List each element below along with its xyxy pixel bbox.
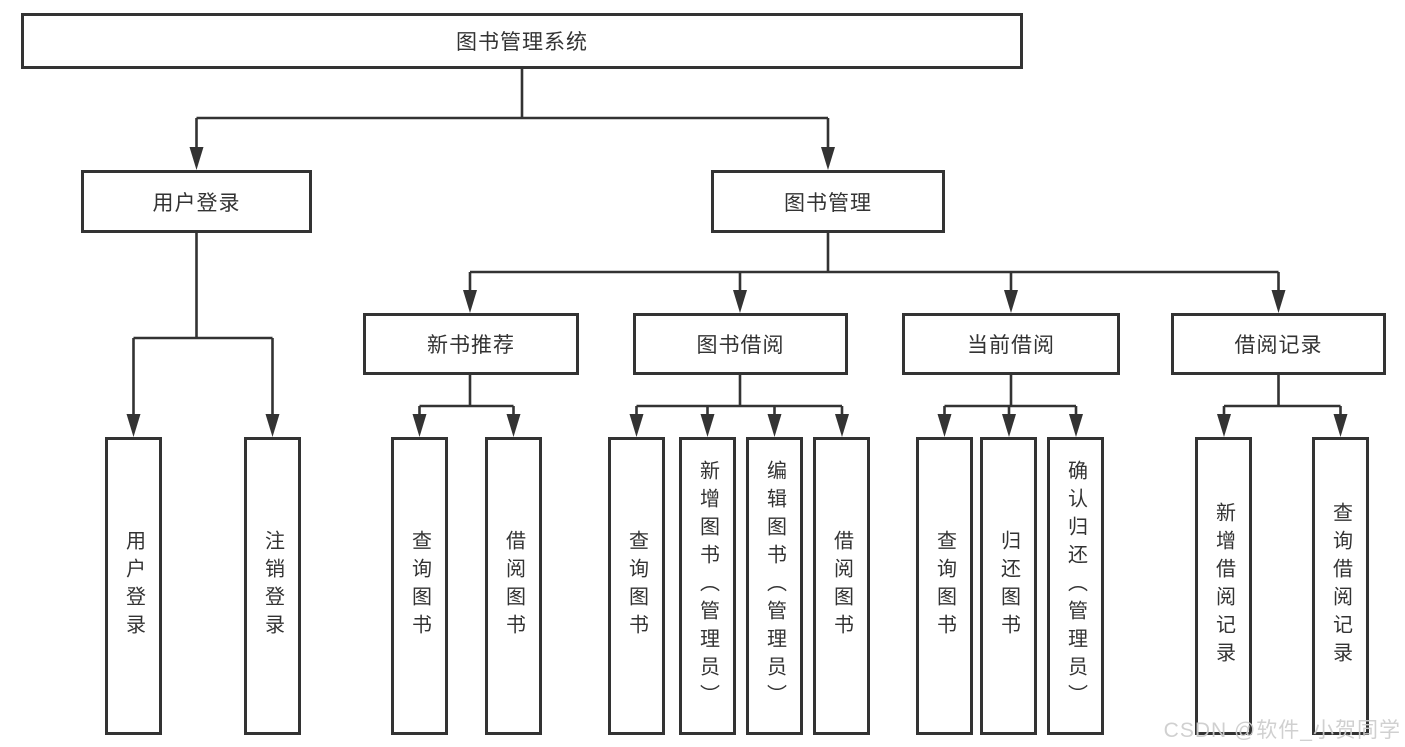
connector-book-management-to-level3 xyxy=(463,233,1286,313)
node-label: 查询图书 xyxy=(625,530,648,642)
leaf-borrow-query-book: 查询图书 xyxy=(608,437,665,735)
connector-book-borrow-to-leaves xyxy=(629,375,849,437)
node-label: 借阅图书 xyxy=(502,530,525,642)
node-label: 图书借阅 xyxy=(696,334,785,357)
csdn-watermark: CSDN @软件_小贺同学 xyxy=(1163,719,1401,742)
node-label: 新增借阅记录 xyxy=(1212,502,1235,670)
node-label: 归还图书 xyxy=(997,530,1020,642)
node-current-borrow: 当前借阅 xyxy=(902,313,1120,375)
node-new-book-recommend: 新书推荐 xyxy=(363,313,579,375)
leaf-current-return-book: 归还图书 xyxy=(980,437,1037,735)
node-label: 图书管理系统 xyxy=(456,31,588,54)
leaf-record-query-borrow-record: 查询借阅记录 xyxy=(1312,437,1369,735)
node-label: 当前借阅 xyxy=(967,334,1055,357)
node-label: 查询图书 xyxy=(933,530,956,642)
node-label: 用户登录 xyxy=(152,191,241,215)
node-label: 借阅记录 xyxy=(1234,334,1323,357)
node-label: 注销登录 xyxy=(261,530,284,642)
connector-root-to-level2 xyxy=(189,69,835,170)
leaf-current-query-book: 查询图书 xyxy=(916,437,973,735)
connector-borrow-record-to-leaves xyxy=(1217,375,1348,437)
connector-current-borrow-to-leaves xyxy=(937,375,1083,437)
node-label: 新增图书（管理员） xyxy=(696,460,719,712)
leaf-logout: 注销登录 xyxy=(244,437,301,735)
node-user-login: 用户登录 xyxy=(81,170,312,233)
leaf-current-confirm-return-admin: 确认归还（管理员） xyxy=(1047,437,1104,735)
node-root-library-management-system: 图书管理系统 xyxy=(21,13,1023,69)
node-label: 编辑图书（管理员） xyxy=(763,460,786,712)
leaf-user-login: 用户登录 xyxy=(105,437,162,735)
leaf-newbook-query-book: 查询图书 xyxy=(391,437,448,735)
leaf-borrow-add-book-admin: 新增图书（管理员） xyxy=(679,437,736,735)
node-label: 借阅图书 xyxy=(830,530,853,642)
connector-new-book-recommend-to-leaves xyxy=(412,375,521,437)
node-label: 图书管理 xyxy=(784,191,872,215)
node-borrow-record: 借阅记录 xyxy=(1171,313,1386,375)
leaf-borrow-borrow-book: 借阅图书 xyxy=(813,437,870,735)
node-label: 查询借阅记录 xyxy=(1329,502,1352,670)
node-book-borrow: 图书借阅 xyxy=(633,313,848,375)
node-label: 查询图书 xyxy=(408,530,431,642)
node-label: 用户登录 xyxy=(122,530,145,642)
node-book-management: 图书管理 xyxy=(711,170,945,233)
leaf-record-add-borrow-record: 新增借阅记录 xyxy=(1195,437,1252,735)
node-label: 确认归还（管理员） xyxy=(1064,460,1087,712)
leaf-borrow-edit-book-admin: 编辑图书（管理员） xyxy=(746,437,803,735)
node-label: 新书推荐 xyxy=(427,334,515,357)
connector-user-login-to-leaves xyxy=(126,232,280,437)
leaf-newbook-borrow-book: 借阅图书 xyxy=(485,437,542,735)
